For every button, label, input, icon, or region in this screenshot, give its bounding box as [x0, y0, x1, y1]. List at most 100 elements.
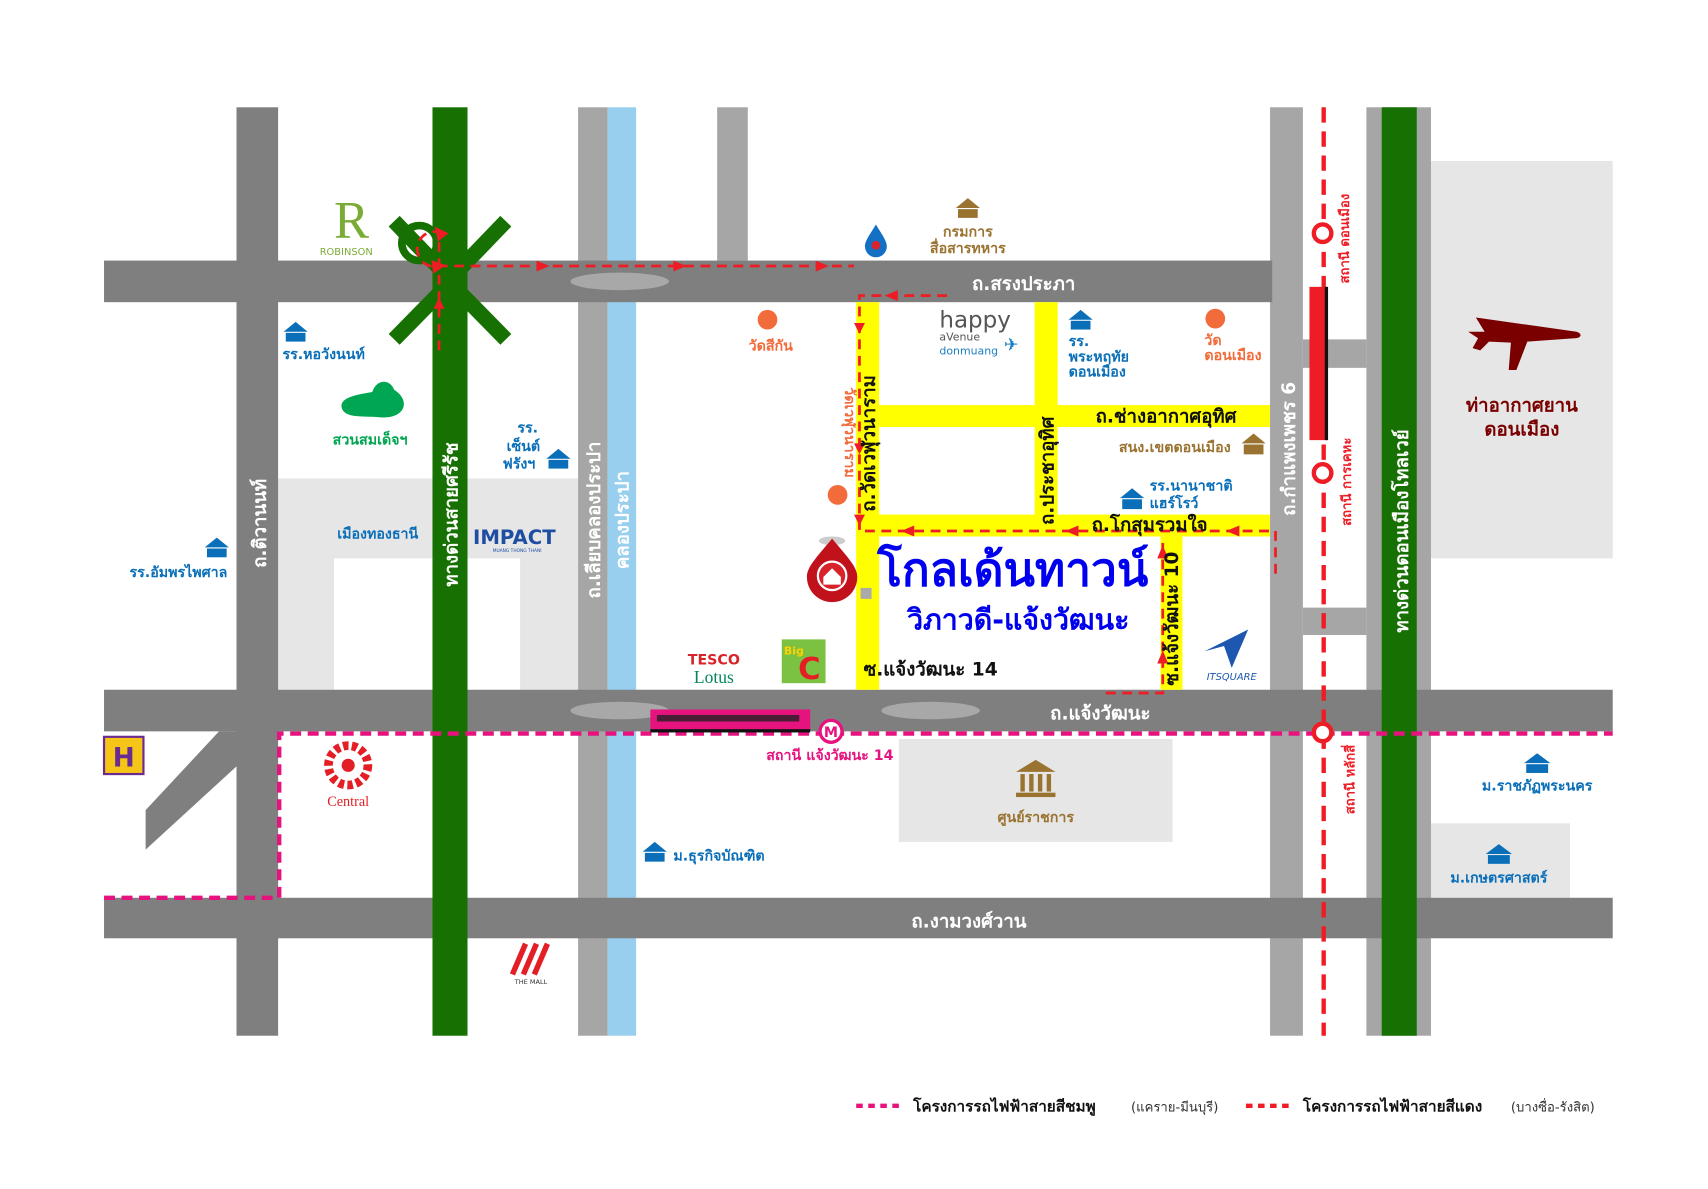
place-amporn: รร.อัมพรไพศาล	[130, 563, 228, 581]
diagonal-road	[145, 731, 237, 850]
plane-small-icon: ✈	[1004, 335, 1019, 355]
place-sacred-heart-1: รร.	[1069, 334, 1090, 350]
government-building-icon	[1016, 759, 1056, 798]
label-station-lak-si: สถานี หลักสี่	[1339, 744, 1358, 815]
place-dhurakij: ม.ธุรกิจบัณฑิต	[673, 848, 764, 865]
legend-label-red: โครงการรถไฟฟ้าสายสีแดง	[1302, 1096, 1482, 1115]
happy-avenue-logo-3: donmuang	[939, 345, 998, 358]
road-ngamwongwan	[104, 897, 1613, 939]
airport-area	[1430, 160, 1613, 559]
place-st-francis-2: เซ็นต์	[507, 436, 540, 455]
place-harrow-2: แฮร์โรว์	[1150, 494, 1199, 512]
happy-avenue-logo: happy	[939, 307, 1010, 333]
airplane-icon	[1468, 317, 1581, 371]
impact-logo: IMPACT	[473, 526, 556, 549]
place-wat-si-kan: วัดสีกัน	[749, 338, 794, 354]
muang-thong-area	[278, 478, 579, 690]
label-road-ngamwongwan: ถ.งามวงศ์วาน	[911, 910, 1026, 932]
place-muang-thong: เมืองทองธานี	[337, 526, 418, 543]
label-road-khlong-prapa: ถ.เลียบคลองประปา	[583, 442, 605, 599]
place-airport-1: ท่าอากาศยาน	[1466, 396, 1578, 417]
bigc-logo-text: Big	[784, 645, 804, 658]
label-soi-wat-weluwanaram: ถ.วัดเวฬุวนาราม	[859, 375, 881, 512]
expressway-donmueang-tollway	[1381, 107, 1417, 1036]
svg-text:THE MALL: THE MALL	[514, 978, 548, 986]
label-donmueang-tollway: ทางด่วนดอนเมืองโทลเวย์	[1390, 429, 1413, 632]
project-name: โกลเด้นทาวน์	[876, 543, 1149, 597]
place-sacred-heart-3: ดอนเมือง	[1069, 364, 1126, 381]
connector-road	[1302, 607, 1367, 636]
legend-note-red: (บางซื่อ-รังสิต)	[1511, 1097, 1595, 1115]
place-pink-station: สถานี แจ้งวัฒนะ 14	[766, 747, 893, 764]
school-icon	[546, 448, 571, 469]
label-chang-akat: ถ.ช่างอากาศอุทิศ	[1096, 407, 1238, 429]
place-rajabhat: ม.ราชภัฏพระนคร	[1482, 778, 1593, 794]
place-signal-dept-line1: กรมการ	[943, 224, 993, 240]
school-icon	[204, 537, 229, 558]
school-icon	[1524, 753, 1551, 773]
red-train-icon	[1309, 286, 1329, 441]
hollywood-logo: H	[102, 735, 145, 776]
place-airport-2: ดอนเมือง	[1484, 419, 1559, 441]
it-square-logo	[1204, 629, 1249, 668]
station-lak-si-marker[interactable]	[1311, 721, 1334, 744]
pink-line	[104, 731, 1613, 900]
the-mall-logo: THE MALL	[509, 942, 550, 986]
government-center-area	[898, 739, 1173, 842]
label-canal-khlong-prapa: คลองประปา	[612, 471, 633, 569]
label-road-tiwanon: ถ.ติวานนท์	[249, 479, 271, 568]
government-building-icon	[955, 198, 980, 218]
temple-icon	[827, 485, 848, 505]
pink-train-icon	[650, 709, 811, 733]
lotus-logo: Lotus	[694, 667, 734, 687]
flyover	[570, 272, 669, 291]
place-st-francis-3: ฟรังฯ	[503, 457, 536, 473]
flyover	[570, 701, 669, 720]
legend: โครงการรถไฟฟ้าสายสีชมพู (แคราย-มีนบุรี) …	[856, 1096, 1595, 1116]
place-signal-dept-line2: สื่อสารทหาร	[930, 237, 1007, 257]
place-wat-weluwanaram: วัดเวฬุวนาราม	[841, 387, 857, 477]
school-icon	[1068, 309, 1093, 330]
school-icon	[1120, 488, 1145, 510]
route-arrows	[415, 226, 1277, 695]
station-kan-kheha-marker[interactable]	[1311, 462, 1334, 484]
road-songprapa	[104, 260, 1273, 303]
robinson-logo: R ROBINSON	[320, 192, 373, 259]
label-kosum-ruam-chai: ถ.โกสุมรวมใจ	[1092, 513, 1208, 537]
project-subtitle: วิภาวดี-แจ้งวัฒนะ	[906, 604, 1129, 637]
label-station-kan-kheha: สถานี การเคหะ	[1339, 438, 1355, 526]
it-square-logo-text: ITSQUARE	[1207, 672, 1258, 683]
place-government-center: ศูนย์ราชการ	[997, 809, 1074, 826]
happy-avenue-logo-2: aVenue	[939, 330, 980, 343]
place-st-francis-1: รร.	[517, 420, 538, 436]
svg-text:H: H	[113, 743, 135, 773]
place-wat-don-mueang-1: วัด	[1204, 333, 1221, 349]
legend-note-pink: (แคราย-มีนบุรี)	[1131, 1099, 1218, 1115]
svg-text:Central: Central	[327, 794, 369, 810]
label-road-songprapa: ถ.สรงประภา	[972, 274, 1075, 295]
place-park: สวนสมเด็จฯ	[333, 430, 408, 449]
metro-station-marker[interactable]	[818, 718, 844, 744]
project-marker[interactable]	[806, 536, 858, 603]
central-logo: Central	[324, 741, 373, 810]
flyover	[881, 701, 980, 720]
school-icon	[1485, 844, 1513, 864]
temple-icon	[757, 309, 778, 330]
station-don-mueang-marker[interactable]	[1311, 222, 1334, 245]
svg-text:R: R	[334, 192, 369, 250]
label-road-chaengwattana: ถ.แจ้งวัฒนะ	[1050, 702, 1150, 724]
bigc-logo-c: C	[798, 652, 821, 687]
place-wat-don-mueang-2: ดอนเมือง	[1204, 347, 1261, 364]
soi-gap	[860, 587, 872, 599]
metro-badge: M	[824, 725, 838, 741]
label-expressway-sirat: ทางด่วนสายศรีรัช	[441, 442, 463, 587]
place-kasetsart: ม.เกษตรศาสตร์	[1450, 869, 1547, 886]
school-icon	[642, 841, 667, 862]
legend-label-pink: โครงการรถไฟฟ้าสายสีชมพู	[912, 1096, 1096, 1116]
label-station-don-mueang: สถานี ดอนเมือง	[1337, 194, 1353, 284]
svg-text:ROBINSON: ROBINSON	[320, 247, 373, 258]
park-icon	[341, 381, 404, 418]
ptt-icon-dot	[871, 240, 881, 250]
place-sacred-heart-2: พระหฤทัย	[1069, 349, 1129, 365]
